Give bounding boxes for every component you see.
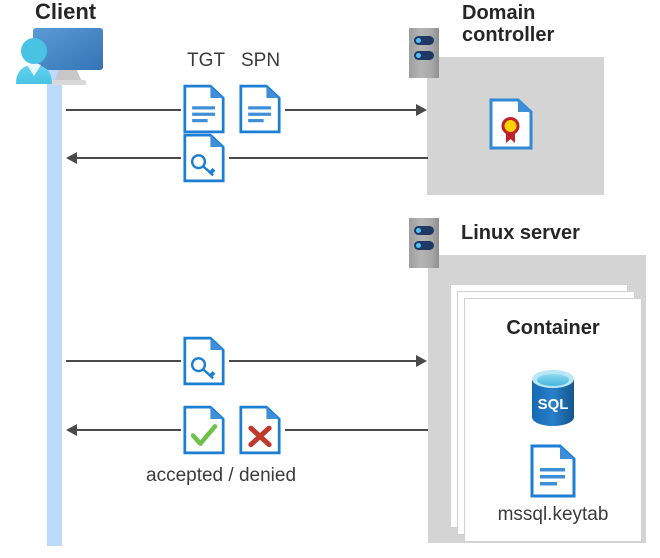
message-4-line-right [285, 429, 428, 431]
tgt-label: TGT [187, 50, 225, 71]
message-4-arrowhead [66, 424, 77, 436]
linux-server-title: Linux server [461, 222, 580, 244]
spn-label: SPN [241, 50, 281, 71]
document-lines-icon [239, 84, 281, 139]
message-1-arrowhead [416, 104, 427, 116]
server-led-icon [416, 38, 421, 43]
message-4-line-left [77, 429, 181, 431]
domain-controller-title: Domain controller [462, 2, 555, 47]
container-title: Container [506, 317, 600, 339]
domain-controller-server-icon [409, 28, 439, 78]
document-cross-icon [239, 405, 281, 460]
document-key-icon [183, 336, 225, 391]
message-2-arrowhead [66, 152, 77, 164]
document-key-icon [183, 133, 225, 188]
message-1-line-right [285, 109, 417, 111]
sql-database-icon: SQL [526, 369, 580, 432]
document-lines-icon [183, 84, 225, 139]
document-lines-icon [530, 444, 576, 503]
client-lifeline [47, 62, 62, 546]
client-workstation-icon [8, 24, 116, 97]
accepted-denied-label: accepted / denied [146, 465, 297, 486]
server-bar-top [414, 36, 434, 45]
keytab-filename-label: mssql.keytab [497, 504, 609, 525]
server-bar-bottom [414, 51, 434, 60]
message-2-line-left [77, 157, 181, 159]
container-card-front[interactable]: Container SQL [464, 298, 642, 542]
client-title: Client [35, 0, 97, 24]
message-3-line-right [229, 360, 417, 362]
document-check-icon [183, 405, 225, 460]
server-led-icon [416, 53, 421, 58]
message-3-line-left [66, 360, 181, 362]
linux-server-server-icon [409, 218, 439, 268]
message-2-line-right [229, 157, 428, 159]
server-bar-bottom [414, 241, 434, 250]
server-bar-top [414, 226, 434, 235]
certificate-document-icon [489, 98, 533, 155]
server-led-icon [416, 228, 421, 233]
message-1-line-left [66, 109, 181, 111]
svg-text:SQL: SQL [538, 396, 569, 413]
server-led-icon [416, 243, 421, 248]
message-3-arrowhead [416, 355, 427, 367]
